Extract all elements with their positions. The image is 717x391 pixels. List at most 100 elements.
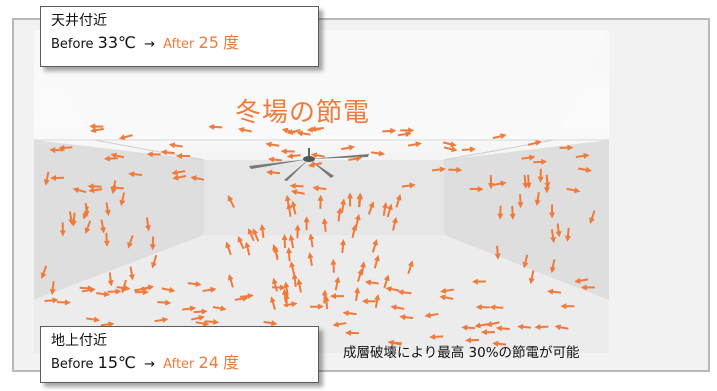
airflow-arrow-icon [296, 130, 311, 137]
airflow-arrow-icon [400, 127, 415, 134]
airflow-arrow-icon [407, 141, 422, 148]
airflow-arrow-icon [341, 144, 356, 151]
airflow-arrow-icon [208, 123, 223, 130]
airflow-arrow-icon [471, 278, 486, 285]
airflow-arrow-icon [321, 217, 328, 232]
airflow-arrow-icon [89, 127, 104, 134]
airflow-arrow-icon [330, 293, 345, 300]
airflow-arrow-icon [288, 234, 295, 249]
after-value: 25 [198, 33, 219, 52]
after-unit: 度 [223, 33, 240, 52]
before-label: Before [51, 37, 94, 52]
airflow-arrow-icon [151, 254, 158, 269]
airflow-arrow-icon [308, 161, 322, 168]
airflow-arrow-icon [443, 146, 458, 153]
airflow-arrow-icon [439, 287, 454, 294]
airflow-arrow-icon [374, 293, 381, 308]
airflow-arrow-icon [289, 182, 304, 189]
airflow-arrow-icon [564, 227, 571, 242]
airflow-arrow-icon [439, 294, 454, 301]
airflow-arrow-icon [68, 211, 75, 226]
after-unit: 度 [223, 353, 240, 372]
airflow-arrow-icon [317, 194, 324, 209]
airflow-arrow-icon [99, 219, 106, 234]
airflow-arrow-icon [267, 156, 282, 163]
airflow-arrow-icon [187, 281, 202, 288]
airflow-arrow-icon [247, 228, 255, 242]
airflow-arrow-icon [294, 224, 301, 239]
airflow-arrow-icon [303, 216, 310, 231]
airflow-arrow-icon [578, 166, 592, 173]
airflow-arrow-icon [566, 187, 581, 194]
airflow-arrow-icon [280, 148, 295, 155]
airflow-arrow-icon [116, 285, 131, 292]
energy-saving-caption: 成層破壊により最高 30%の節電が可能 [343, 345, 580, 361]
airflow-arrow-icon [537, 168, 544, 183]
airflow-arrow-icon [212, 305, 227, 312]
airflow-arrow-icon [79, 285, 94, 292]
airflow-arrow-icon [202, 286, 217, 293]
airflow-arrow-icon [547, 288, 562, 295]
airflow-arrow-icon [555, 223, 562, 238]
airflow-arrow-icon [522, 254, 529, 269]
airflow-arrow-icon [371, 150, 386, 157]
airflow-arrow-icon [465, 337, 480, 344]
airflow-arrow-icon [431, 166, 447, 173]
airflow-arrow-icon [291, 272, 298, 287]
airflow-arrow-icon [88, 187, 103, 194]
page-title: 冬場の節電 [235, 98, 371, 128]
airflow-arrow-icon [193, 308, 208, 315]
airflow-arrow-icon [119, 192, 126, 207]
airflow-arrow-icon [237, 126, 252, 133]
back-wall [204, 160, 444, 235]
airflow-arrow-icon [157, 299, 172, 306]
airflow-arrow-icon [190, 175, 205, 182]
airflow-arrow-icon [356, 193, 363, 208]
airflow-arrow-icon [59, 222, 66, 237]
airflow-arrow-icon [110, 180, 117, 195]
airflow-arrow-icon [265, 141, 280, 148]
airflow-arrow-icon [44, 297, 59, 304]
airflow-arrow-icon [390, 304, 405, 311]
airflow-arrow-icon [284, 194, 291, 209]
airflow-arrow-icon [340, 198, 347, 213]
airflow-arrow-icon [237, 235, 245, 250]
airflow-arrow-icon [58, 144, 73, 151]
airflow-arrow-icon [134, 289, 149, 296]
airflow-arrow-icon [89, 123, 104, 130]
airflow-arrow-icon [149, 236, 156, 251]
warehouse-scene [34, 30, 609, 353]
airflow-arrow-icon [263, 320, 278, 327]
arrow-icon: → [144, 357, 156, 372]
airflow-arrow-icon [534, 192, 541, 206]
airflow-arrow-icon [330, 258, 337, 273]
airflow-arrow-icon [86, 316, 101, 323]
airflow-arrow-icon [283, 301, 298, 308]
airflow-arrow-icon [485, 321, 500, 327]
airflow-arrow-icon [334, 276, 341, 291]
airflow-arrow-icon [461, 146, 476, 153]
airflow-arrow-icon [205, 318, 220, 325]
airflow-arrow-icon [321, 289, 328, 304]
airflow-arrow-icon [271, 284, 286, 291]
airflow-arrow-icon [397, 289, 412, 296]
airflow-arrow-icon [332, 321, 347, 328]
airflow-arrow-icon [474, 322, 489, 329]
airflow-arrow-icon [495, 325, 510, 332]
airflow-arrow-icon [176, 153, 191, 160]
airflow-arrow-icon [521, 154, 536, 161]
ceiling-temperature-callout: 天井付近 Before 33℃ → After 25 度 [40, 6, 319, 67]
ceiling-temperature-line: Before 33℃ → After 25 度 [51, 33, 308, 55]
airflow-arrow-icon [589, 210, 596, 224]
airflow-arrow-icon [43, 171, 50, 186]
airflow-arrow-icon [401, 182, 416, 189]
airflow-arrow-icon [461, 324, 476, 331]
airflow-arrow-icon [103, 155, 118, 162]
airflow-arrow-icon [128, 266, 135, 281]
airflow-arrow-icon [146, 151, 161, 158]
airflow-arrow-icon [354, 286, 361, 302]
airflow-arrow-icon [84, 220, 92, 235]
right-wall [444, 140, 609, 300]
airflow-arrow-icon [492, 340, 507, 347]
airflow-arrow-icon [442, 141, 457, 148]
